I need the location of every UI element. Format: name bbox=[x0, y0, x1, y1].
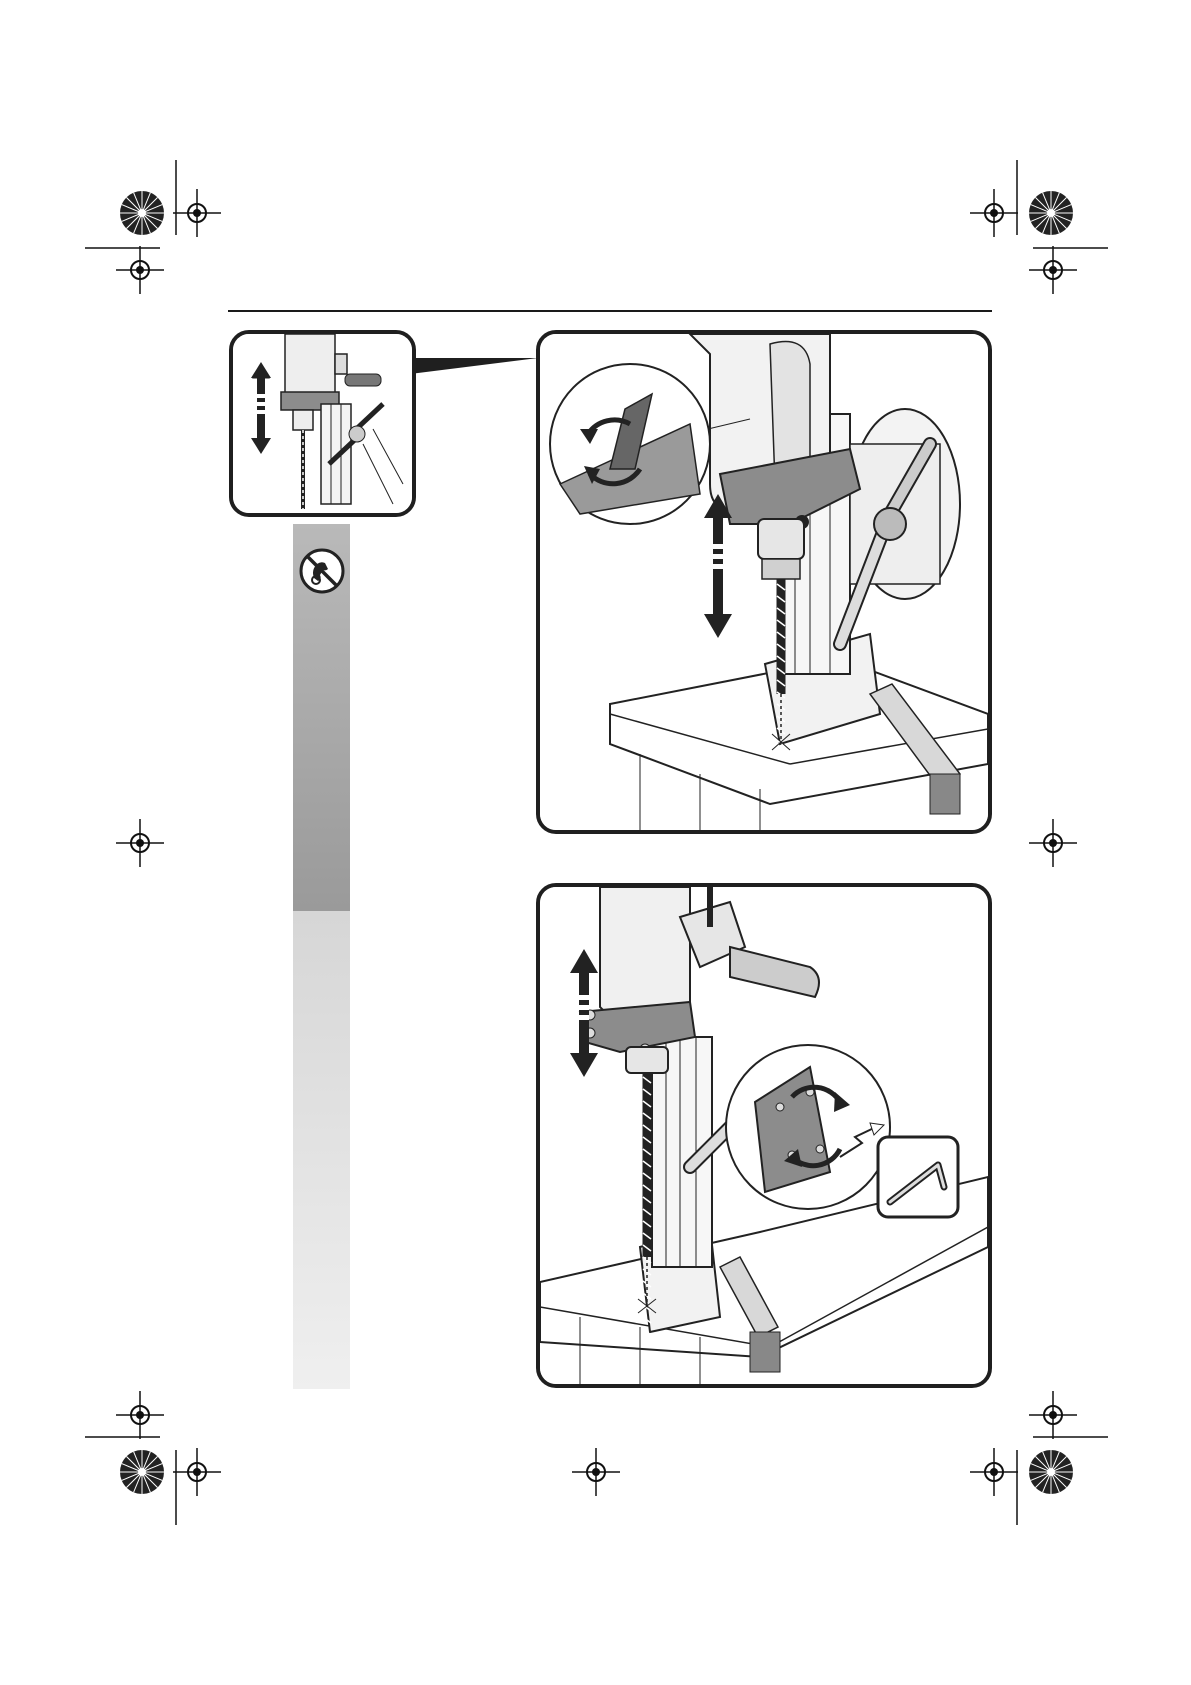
crop-registration-mark-icon bbox=[970, 160, 1108, 294]
drill-stand-lever-clamp-figure bbox=[540, 334, 988, 830]
main-figure-upper bbox=[536, 330, 992, 834]
inset-figure-small bbox=[229, 330, 416, 517]
main-figure-lower bbox=[536, 883, 992, 1388]
callout-connector bbox=[410, 350, 540, 380]
crop-registration-mark-icon bbox=[970, 1391, 1108, 1525]
sidebar-strip-lower bbox=[293, 911, 350, 1389]
crop-registration-mark-icon bbox=[572, 1448, 620, 1496]
no-hand-protection-warning-icon bbox=[299, 548, 345, 594]
crop-registration-mark-icon bbox=[85, 160, 221, 294]
drill-stand-height-adjust-figure bbox=[233, 334, 412, 513]
drill-stand-allen-key-figure bbox=[540, 887, 988, 1384]
crop-registration-mark-icon bbox=[85, 1391, 221, 1525]
